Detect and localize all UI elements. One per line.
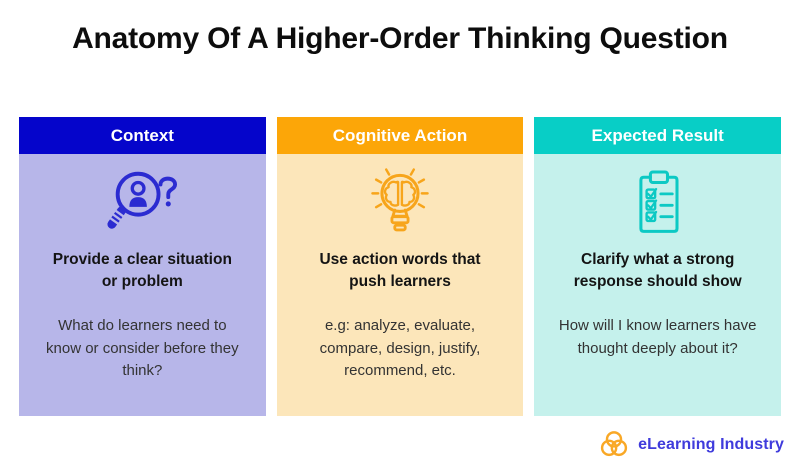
card-context-header: Context: [19, 117, 266, 154]
card-context: Context P: [19, 117, 266, 416]
lightbulb-brain-icon: [287, 163, 514, 239]
brand-name: eLearning Industry: [638, 436, 784, 453]
page-title: Anatomy Of A Higher-Order Thinking Quest…: [72, 22, 728, 55]
magnifier-person-question-icon: [29, 163, 256, 239]
card-cognitive-action-body: Use action words that push learners e.g:…: [276, 154, 524, 416]
card-expected-result-body: Clarify what a strong response should sh…: [534, 154, 782, 416]
card-context-body: Provide a clear situation or problem Wha…: [19, 154, 266, 416]
elearning-industry-rings-icon: [597, 430, 631, 460]
card-context-description: What do learners need to know or conside…: [46, 317, 239, 379]
card-context-heading: Provide a clear situation or problem: [52, 251, 232, 290]
clipboard-checklist-icon: [544, 163, 771, 239]
card-cognitive-action-heading: Use action words that push learners: [319, 251, 481, 290]
card-expected-result-description: How will I know learners have thought de…: [558, 317, 757, 357]
card-expected-result-header-label: Expected Result: [591, 125, 724, 145]
card-expected-result-heading: Clarify what a strong response should sh…: [573, 251, 742, 290]
card-context-header-label: Context: [110, 125, 174, 145]
card-cognitive-action-description: e.g: analyze, evaluate, compare, design,…: [319, 317, 481, 379]
brand-logo: eLearning Industry: [597, 430, 784, 460]
columns-container: Context P: [19, 117, 782, 416]
card-cognitive-action-header: Cognitive Action: [276, 117, 524, 154]
card-expected-result: Expected Result: [534, 117, 782, 416]
card-expected-result-header: Expected Result: [534, 117, 782, 154]
card-cognitive-action-header-label: Cognitive Action: [332, 125, 468, 145]
card-cognitive-action: Cognitive Action: [276, 117, 524, 416]
